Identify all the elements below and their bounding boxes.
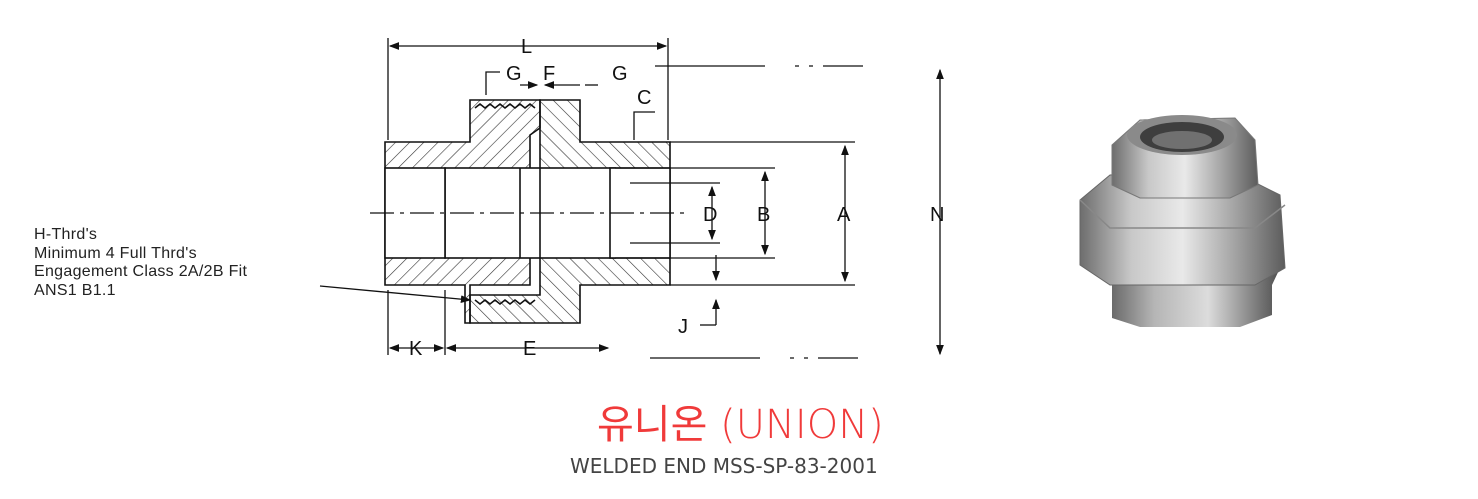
- thread-note-line: H-Thrd's: [34, 226, 98, 243]
- dimension-labels: L G F G C N A B D J K E: [409, 36, 944, 360]
- thread-note-line: Engagement Class 2A/2B Fit: [34, 263, 248, 280]
- dim-label-a: A: [837, 204, 851, 226]
- dim-label-e: E: [523, 338, 536, 360]
- dim-label-k: K: [409, 338, 423, 360]
- dim-label-l: L: [521, 36, 532, 58]
- dim-label-f: F: [543, 63, 555, 85]
- dim-label-n: N: [930, 204, 944, 226]
- product-subtitle: WELDED END MSS-SP-83-2001: [570, 454, 878, 478]
- dim-label-b: B: [757, 204, 770, 226]
- thread-note-line: ANS1 B1.1: [34, 281, 116, 299]
- dim-label-g-left: G: [506, 63, 522, 85]
- union-product-photo: [1079, 115, 1286, 327]
- product-title: 유니온 (UNION): [597, 402, 884, 448]
- thread-note: H-Thrd's Minimum 4 Full Thrd's Engagemen…: [34, 226, 247, 300]
- dim-label-d: D: [703, 204, 717, 226]
- cross-section: [384, 99, 671, 324]
- dimension-lines: [319, 38, 945, 359]
- dim-label-g-right: G: [612, 63, 628, 85]
- dim-label-c: C: [637, 87, 651, 109]
- thread-note-line: Minimum 4 Full Thrd's: [34, 244, 197, 262]
- dim-label-j: J: [678, 316, 688, 338]
